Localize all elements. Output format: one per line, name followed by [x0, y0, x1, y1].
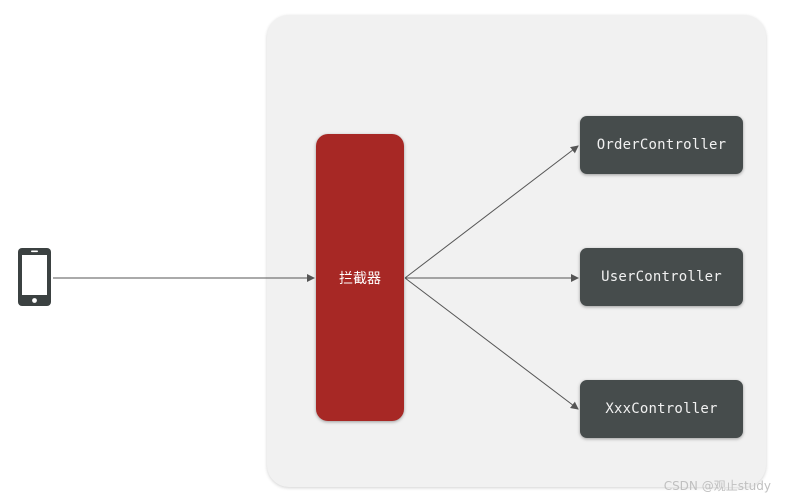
xxx-controller-box: XxxController	[580, 380, 743, 438]
mobile-phone-icon	[17, 247, 52, 307]
user-controller-label: UserController	[601, 269, 722, 285]
interceptor-block: 拦截器	[316, 134, 404, 421]
xxx-controller-label: XxxController	[605, 401, 718, 417]
user-controller-box: UserController	[580, 248, 743, 306]
watermark-text: CSDN @观止study	[663, 479, 771, 493]
interceptor-label: 拦截器	[339, 270, 381, 287]
arrow-to-xxx-controller	[404, 277, 579, 410]
arrow-to-order-controller	[404, 145, 579, 279]
order-controller-box: OrderController	[580, 116, 743, 174]
order-controller-label: OrderController	[596, 137, 727, 153]
